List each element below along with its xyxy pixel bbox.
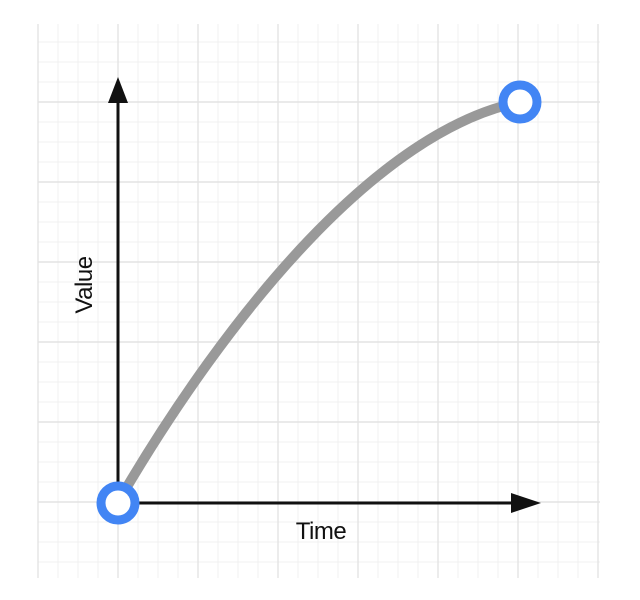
start-point-handle[interactable] (96, 481, 140, 525)
y-axis-label: Value (71, 256, 98, 313)
x-axis-arrow (511, 493, 541, 513)
end-point-handle[interactable] (498, 80, 542, 124)
minor-grid (38, 24, 600, 578)
ease-out-curve (113, 97, 525, 507)
y-axis-arrow (108, 77, 128, 103)
x-axis-label: Time (296, 518, 347, 545)
